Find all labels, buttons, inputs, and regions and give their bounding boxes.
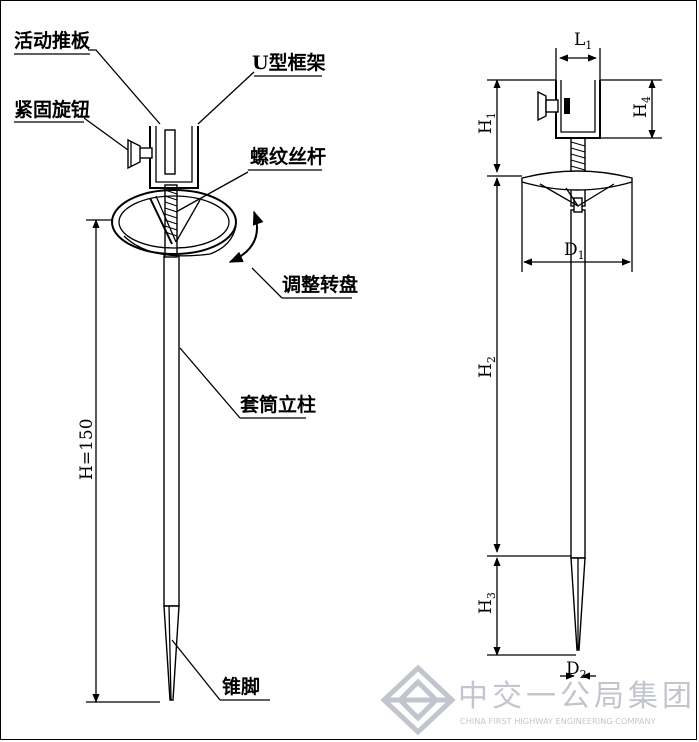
movable-pusher-shape — [164, 129, 176, 175]
elevation-u-frame — [555, 80, 601, 139]
dim-overall-height: H=150 — [77, 418, 97, 480]
cone-foot-shape — [163, 605, 180, 701]
company-watermark: 中交一公局集团 CHINA FIRST HIGHWAY ENGINEERING … — [380, 664, 696, 736]
label-adjust-wheel: 调整转盘 — [282, 273, 358, 296]
label-u-frame: U型框架 — [252, 51, 326, 74]
dim-h1: H1 — [476, 112, 498, 134]
label-screw-rod: 螺纹丝杆 — [250, 145, 326, 168]
dim-d1: D1 — [564, 240, 585, 262]
label-lock-knob: 紧固旋钮 — [14, 98, 90, 121]
dim-h2: H2 — [476, 356, 498, 378]
dim-h4: H4 — [631, 96, 653, 118]
dim-h3: H3 — [476, 592, 498, 614]
company-logo-icon — [380, 664, 456, 736]
sleeve-post — [163, 255, 180, 607]
label-cone-foot: 锥脚 — [222, 675, 260, 698]
watermark-company-name: 中交一公局集团 — [458, 679, 696, 714]
rotation-arrow — [228, 210, 264, 263]
left-support-drawing — [14, 49, 352, 703]
watermark-company-english: CHINA FIRST HIGHWAY ENGINEERING COMPANY — [460, 716, 657, 726]
right-elevation-drawing — [487, 48, 662, 680]
label-sleeve-post: 套筒立柱 — [239, 393, 316, 416]
label-movable-pusher: 活动推板 — [14, 29, 91, 52]
dim-l1: L1 — [574, 30, 592, 52]
lock-knob-shape — [127, 138, 141, 170]
dim-d2: D2 — [566, 659, 587, 681]
elevation-wheel — [521, 170, 633, 191]
